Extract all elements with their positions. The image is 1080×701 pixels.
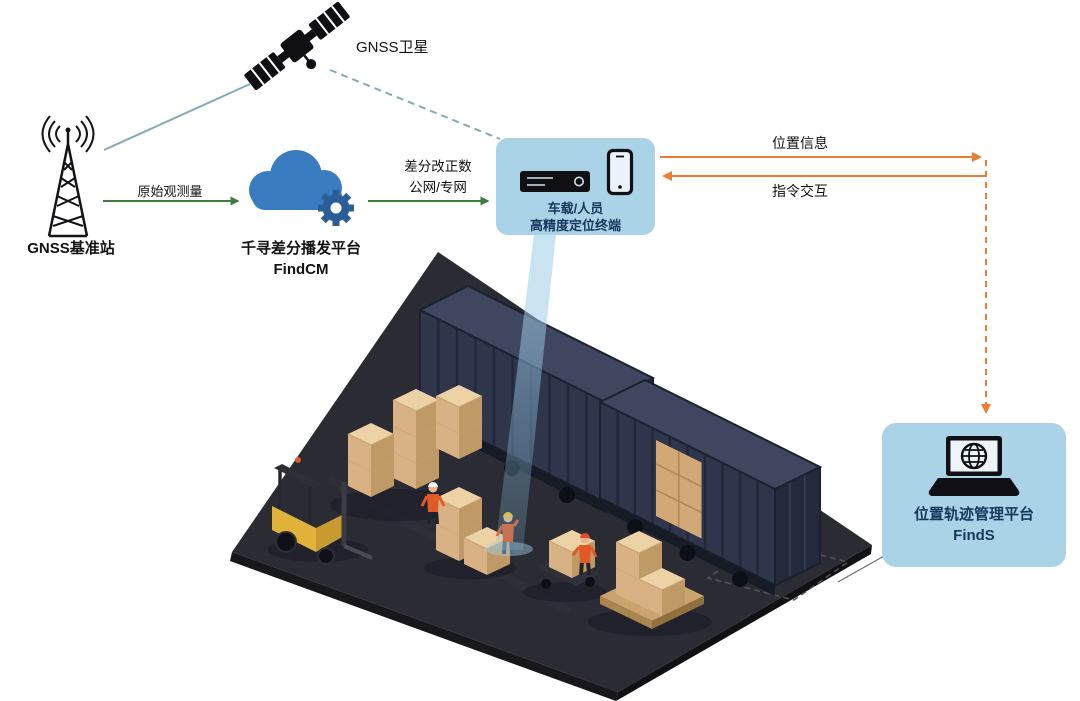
terminal-label-line2: 高精度定位终端 — [529, 218, 621, 233]
forklift — [272, 457, 373, 565]
satellite-label: GNSS卫星 — [356, 39, 429, 56]
edge-command-interaction-label: 指令交互 — [772, 183, 828, 199]
edge-correction-line1: 差分改正数 — [404, 159, 472, 174]
container-2 — [599, 378, 823, 596]
cloud-platform-label: 千寻差分播发平台 FindCM — [218, 238, 384, 280]
cloud-platform-subtitle: FindCM — [273, 261, 329, 278]
pallet — [600, 530, 704, 629]
terminal-devices — [518, 147, 634, 196]
management-platform-label: 位置轨迹管理平台 FindS — [914, 504, 1034, 546]
edge-satellite-to-base — [103, 83, 251, 151]
edge-platform-to-scene — [837, 555, 885, 583]
gear-icon — [318, 190, 354, 226]
management-platform-title: 位置轨迹管理平台 — [913, 506, 1034, 523]
management-platform-node: 位置轨迹管理平台 FindS — [882, 423, 1066, 567]
cloud-gear-icon — [249, 150, 354, 226]
terminal-label-line1: 车载/人员 — [547, 201, 604, 216]
terminal-label: 车载/人员 高精度定位终端 — [530, 200, 621, 234]
edge-position-info — [660, 152, 991, 414]
gnss-receiver-icon — [519, 171, 590, 192]
worker-1 — [420, 482, 446, 525]
positioning-beam — [485, 234, 556, 556]
edge-correction-line2: 公网/专网 — [409, 180, 467, 195]
satellite-icon — [244, 1, 350, 91]
worker-3 — [571, 533, 598, 576]
base-station-label: GNSS基准站 — [27, 240, 115, 257]
edge-correction-label: 差分改正数 公网/专网 — [386, 156, 490, 198]
edge-raw-observation-label: 原始观测量 — [137, 184, 203, 199]
edge-satellite-to-terminal — [329, 69, 501, 140]
warehouse-scene — [230, 252, 872, 701]
management-platform-subtitle: FindS — [953, 527, 995, 544]
antenna-tower-icon — [41, 115, 95, 238]
laptop-globe-icon — [928, 436, 1020, 497]
smartphone-icon — [606, 148, 633, 196]
edge-position-info-label: 位置信息 — [772, 135, 828, 151]
cloud-platform-title: 千寻差分播发平台 — [240, 240, 361, 257]
terminal-node: 车载/人员 高精度定位终端 — [496, 138, 655, 235]
